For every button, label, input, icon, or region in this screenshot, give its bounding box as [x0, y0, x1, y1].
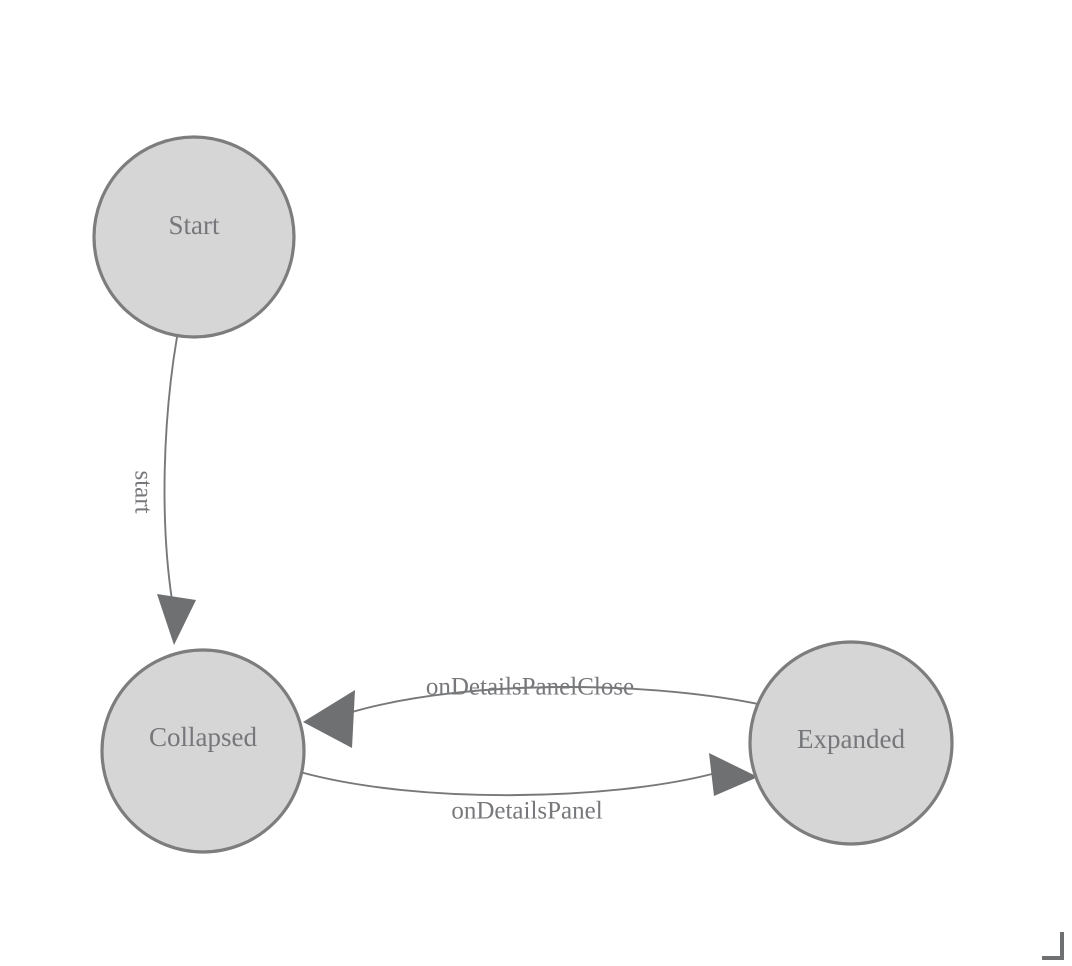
resize-corner-horizontal-bar	[1042, 956, 1064, 960]
node-collapsed-circle	[100, 648, 306, 854]
edge-label-start: start	[129, 470, 156, 513]
edge-label-on-details-panel: onDetailsPanel	[451, 798, 602, 825]
edge-start-to-collapsed-arrowhead	[157, 594, 196, 645]
edge-expanded-to-collapsed[interactable]: onDetailsPanelClose	[303, 674, 773, 748]
edge-start-to-collapsed-line	[163, 336, 178, 601]
edge-collapsed-to-expanded-arrowhead	[709, 753, 758, 796]
resize-corner-icon[interactable]	[1042, 932, 1064, 960]
edge-collapsed-to-expanded[interactable]: onDetailsPanel	[299, 753, 758, 825]
node-start-circle	[92, 135, 296, 339]
node-start[interactable]: Start	[92, 135, 296, 339]
node-expanded-circle	[748, 640, 954, 846]
edge-start-to-collapsed[interactable]: start	[129, 336, 196, 645]
node-expanded[interactable]: Expanded	[748, 640, 954, 846]
edge-expanded-to-collapsed-arrowhead	[303, 690, 355, 748]
edge-label-on-details-panel-close: onDetailsPanelClose	[426, 674, 634, 701]
edge-collapsed-to-expanded-line	[299, 771, 713, 797]
node-collapsed-label: Collapsed	[149, 722, 257, 752]
edge-expanded-to-collapsed-line	[351, 686, 773, 713]
resize-corner-vertical-bar	[1060, 932, 1064, 960]
node-collapsed[interactable]: Collapsed	[100, 648, 306, 854]
node-expanded-label: Expanded	[797, 724, 905, 754]
node-start-label: Start	[169, 210, 220, 240]
